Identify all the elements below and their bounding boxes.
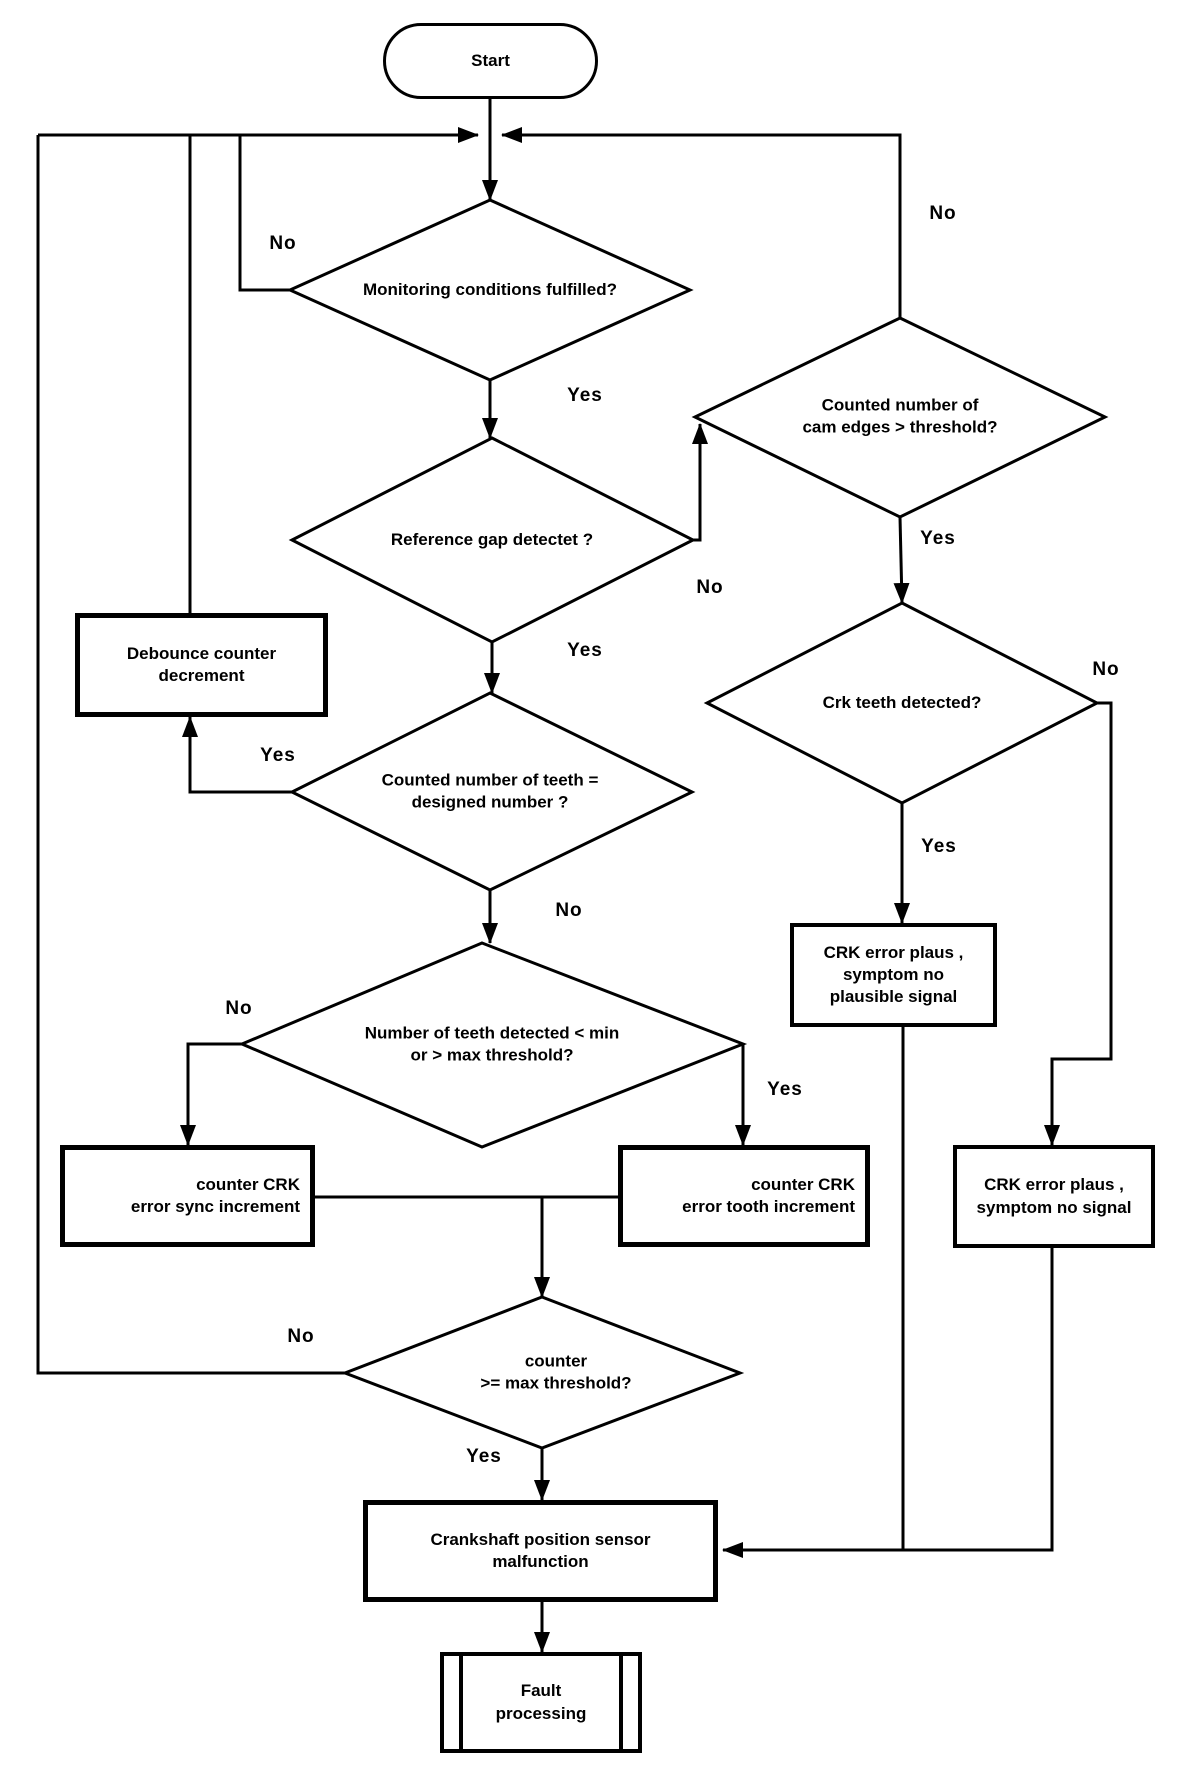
edge-counter-max-no [36, 135, 345, 1375]
edge-label-teeth-count-yes: Yes [260, 745, 296, 766]
decision-teeth-minmax-shape [238, 941, 748, 1149]
edge-monitoring-no [238, 135, 290, 292]
decision-teeth-count-text: Counted number of teeth = designed numbe… [381, 770, 599, 812]
decision-crk-teeth-text: Crk teeth detected? [822, 692, 982, 712]
edge-cam-no-return [501, 127, 902, 318]
edge-label-cam-no: No [929, 203, 957, 224]
edge-label-minmax-no: No [225, 998, 253, 1019]
decision-monitoring-text: Monitoring conditions fulfilled? [362, 279, 618, 299]
edge-label-reference-yes: Yes [567, 640, 603, 661]
decision-counter-max-text: counter >= max threshold? [480, 1351, 632, 1393]
edge-reference-no [692, 423, 708, 542]
edge-label-monitoring-yes: Yes [567, 385, 603, 406]
edge-label-counter-no: No [287, 1326, 315, 1347]
process-fault-processing: Fault processing [440, 1652, 642, 1753]
decision-cam-edges-text: Counted number of cam edges > threshold? [802, 395, 998, 437]
edge-label-crk-yes: Yes [921, 836, 957, 857]
process-error-no-signal: CRK error plaus , symptom no signal [953, 1145, 1155, 1248]
edge-label-crk-no: No [1092, 659, 1120, 680]
edge-label-monitoring-no: No [269, 233, 297, 254]
decision-teeth-minmax-text: Number of teeth detected < min or > max … [364, 1023, 620, 1065]
start-terminator: Start [383, 23, 598, 99]
edge-label-reference-no: No [696, 577, 724, 598]
process-error-plausible: CRK error plaus , symptom no plausible s… [790, 923, 997, 1027]
edge-teeth-count-yes [182, 716, 292, 794]
edge-minmax-no [180, 1042, 242, 1146]
edge-label-teeth-count-no: No [555, 900, 583, 921]
process-sync-increment: counter CRK error sync increment [60, 1145, 315, 1247]
decision-reference-gap-text: Reference gap detectet ? [390, 529, 594, 549]
edge-label-minmax-yes: Yes [767, 1079, 803, 1100]
process-malfunction: Crankshaft position sensor malfunction [363, 1500, 718, 1602]
edge-crk-no [1044, 701, 1113, 1146]
edge-label-cam-yes: Yes [920, 528, 956, 549]
edge-cam-yes [893, 516, 910, 604]
process-debounce: Debounce counter decrement [75, 613, 328, 717]
fault-processing-side-bar-right [619, 1656, 623, 1749]
edge-label-counter-yes: Yes [466, 1446, 502, 1467]
edge-no-signal-out [722, 1248, 1054, 1558]
fault-processing-side-bar-left [459, 1656, 463, 1749]
process-tooth-increment: counter CRK error tooth increment [618, 1145, 870, 1247]
